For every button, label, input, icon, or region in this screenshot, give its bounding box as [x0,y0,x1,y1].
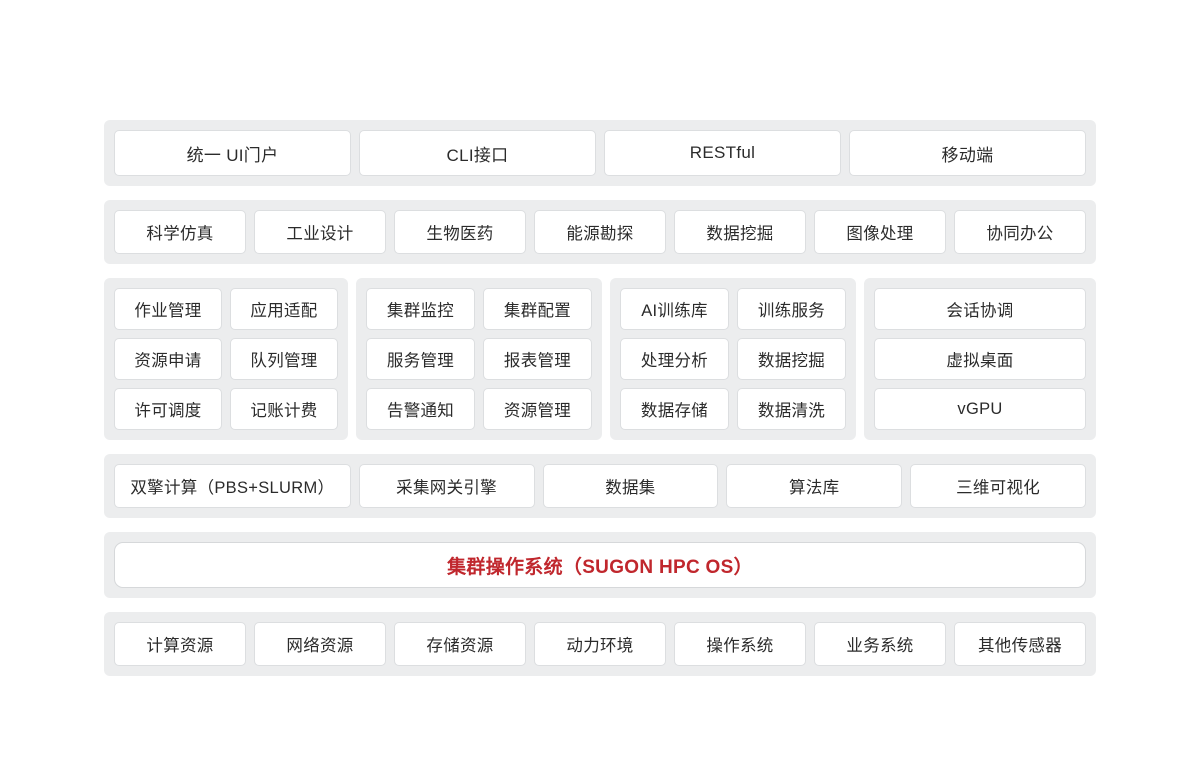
access-card-ui-portal[interactable]: 统一 UI门户 [114,130,351,176]
platform-service-band: 作业管理 应用适配 资源申请 队列管理 许可调度 记账计费 集群监控 集群配置 … [104,278,1096,440]
application-domain-band: 科学仿真 工业设计 生物医药 能源勘探 数据挖掘 图像处理 协同办公 [104,200,1096,264]
engine-card-algorithm-library[interactable]: 算法库 [726,464,903,508]
ai-data-panel: AI训练库 训练服务 处理分析 数据挖掘 数据存储 数据清洗 [610,278,856,440]
ops-card-cluster-configuration[interactable]: 集群配置 [483,288,592,330]
architecture-diagram: 统一 UI门户 CLI接口 RESTful 移动端 科学仿真 工业设计 生物医药… [104,120,1096,690]
domain-card-energy-exploration[interactable]: 能源勘探 [534,210,666,254]
job-card-job-management[interactable]: 作业管理 [114,288,222,330]
job-card-resource-request[interactable]: 资源申请 [114,338,222,380]
access-card-mobile[interactable]: 移动端 [849,130,1086,176]
ai-card-data-storage[interactable]: 数据存储 [620,388,729,430]
domain-card-industrial-design[interactable]: 工业设计 [254,210,386,254]
resource-card-other-sensors[interactable]: 其他传感器 [954,622,1086,666]
vdi-card-vgpu[interactable]: vGPU [874,388,1086,430]
ai-card-training-service[interactable]: 训练服务 [737,288,846,330]
domain-card-collaboration[interactable]: 协同办公 [954,210,1086,254]
resource-card-power-environment[interactable]: 动力环境 [534,622,666,666]
engine-card-dataset[interactable]: 数据集 [542,464,719,508]
ops-card-report-management[interactable]: 报表管理 [483,338,592,380]
domain-card-data-mining[interactable]: 数据挖掘 [674,210,806,254]
job-card-license-scheduling[interactable]: 许可调度 [114,388,222,430]
engine-card-dual-engine-compute[interactable]: 双擎计算（PBS+SLURM） [114,464,351,508]
access-layer-band: 统一 UI门户 CLI接口 RESTful 移动端 [104,120,1096,186]
resource-card-storage[interactable]: 存储资源 [394,622,526,666]
engine-card-3d-visualization[interactable]: 三维可视化 [910,464,1086,508]
engine-band: 双擎计算（PBS+SLURM） 采集网关引擎 数据集 算法库 三维可视化 [104,454,1096,518]
ops-card-resource-management[interactable]: 资源管理 [483,388,592,430]
resource-card-operating-system[interactable]: 操作系统 [674,622,806,666]
os-card-cluster-operating-system[interactable]: 集群操作系统（SUGON HPC OS） [114,542,1086,588]
access-card-cli[interactable]: CLI接口 [359,130,596,176]
access-card-restful[interactable]: RESTful [604,130,841,176]
resource-card-business-system[interactable]: 业务系统 [814,622,946,666]
vdi-card-session-coordination[interactable]: 会话协调 [874,288,1086,330]
domain-card-biomedicine[interactable]: 生物医药 [394,210,526,254]
domain-card-image-processing[interactable]: 图像处理 [814,210,946,254]
ai-card-data-mining[interactable]: 数据挖掘 [737,338,846,380]
ops-card-cluster-monitoring[interactable]: 集群监控 [366,288,475,330]
resource-card-network[interactable]: 网络资源 [254,622,386,666]
ops-card-service-management[interactable]: 服务管理 [366,338,475,380]
cluster-operations-panel: 集群监控 集群配置 服务管理 报表管理 告警通知 资源管理 [356,278,602,440]
resource-card-compute[interactable]: 计算资源 [114,622,246,666]
ai-card-data-cleaning[interactable]: 数据清洗 [737,388,846,430]
ai-card-training-library[interactable]: AI训练库 [620,288,729,330]
job-card-accounting-billing[interactable]: 记账计费 [230,388,338,430]
ops-card-alarm-notification[interactable]: 告警通知 [366,388,475,430]
vdi-card-virtual-desktop[interactable]: 虚拟桌面 [874,338,1086,380]
operating-system-band: 集群操作系统（SUGON HPC OS） [104,532,1096,598]
resource-band: 计算资源 网络资源 存储资源 动力环境 操作系统 业务系统 其他传感器 [104,612,1096,676]
job-card-queue-management[interactable]: 队列管理 [230,338,338,380]
visualization-panel: 会话协调 虚拟桌面 vGPU [864,278,1096,440]
job-card-app-adaptation[interactable]: 应用适配 [230,288,338,330]
ai-card-processing-analysis[interactable]: 处理分析 [620,338,729,380]
engine-card-collection-gateway[interactable]: 采集网关引擎 [358,464,535,508]
job-management-panel: 作业管理 应用适配 资源申请 队列管理 许可调度 记账计费 [104,278,348,440]
domain-card-simulation[interactable]: 科学仿真 [114,210,246,254]
